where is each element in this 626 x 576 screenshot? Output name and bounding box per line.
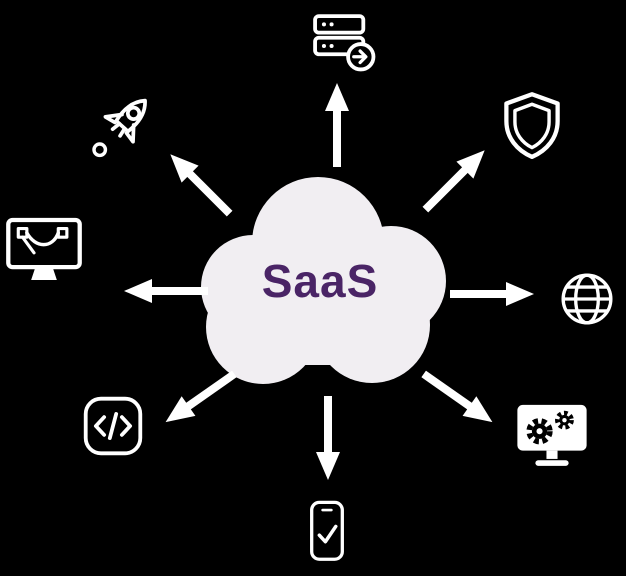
rocket-icon [84,84,164,164]
arrow-left-icon [124,275,208,307]
arrow-right-icon [450,278,534,310]
server-sync-icon [310,6,376,72]
phone-check-icon [302,498,352,568]
arrow-down-right-icon [414,361,501,435]
saas-title: SaaS [261,255,379,307]
arrow-up-left-icon [159,143,241,225]
arrow-up-icon [321,83,353,167]
arrow-down-icon [312,396,344,480]
arrow-up-right-icon [414,139,496,221]
shield-icon [495,88,569,166]
globe-icon [556,268,618,330]
vector-design-monitor-icon [4,212,84,288]
code-brackets-icon [80,393,146,459]
monitor-gears-icon [513,398,591,470]
arrow-down-left-icon [156,361,243,435]
